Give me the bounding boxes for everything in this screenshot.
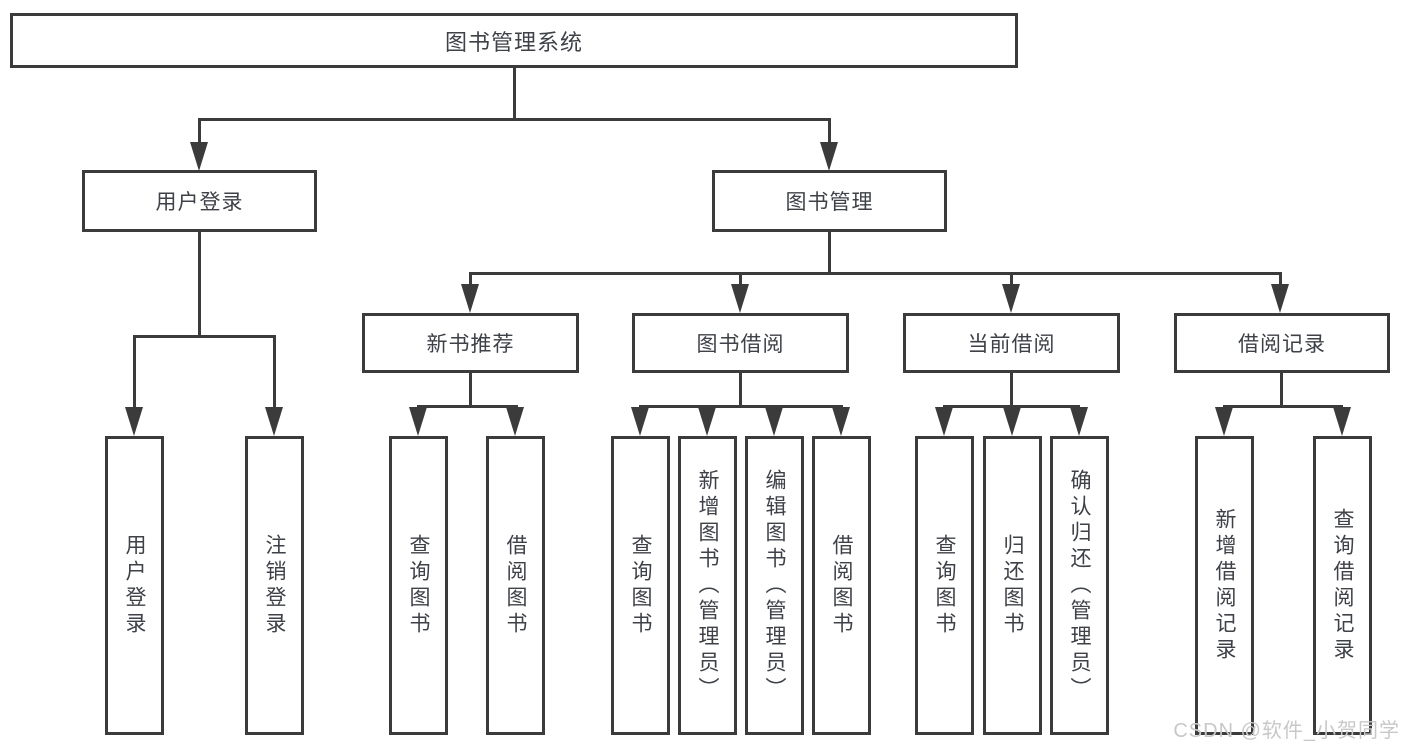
leaf-borrow-borrow-books: 借阅图书 (812, 436, 871, 735)
arrowhead-down-icon (698, 407, 716, 436)
connector-drop-line (469, 272, 472, 288)
connector-drop-line (1279, 272, 1282, 288)
arrowhead-down-icon (1002, 284, 1020, 313)
node-current-borrow: 当前借阅 (903, 313, 1120, 373)
leaf-current-return-books: 归还图书 (983, 436, 1042, 735)
node-borrow-record: 借阅记录 (1174, 313, 1390, 373)
connector-drop-line (133, 335, 136, 409)
connector-drop-line (273, 335, 276, 409)
connector-borrow-record-bar (1223, 405, 1343, 408)
leaf-record-query-borrow-record: 查询借阅记录 (1313, 436, 1372, 735)
arrowhead-down-icon (765, 407, 783, 436)
node-book-management: 图书管理 (712, 170, 947, 232)
connector-drop-line (1010, 272, 1013, 288)
arrowhead-down-icon (1215, 407, 1233, 436)
node-book-borrow: 图书借阅 (632, 313, 849, 373)
connector-current-borrow-stub (1010, 373, 1013, 408)
connector-new-book-stub (469, 373, 472, 408)
connector-drop-book-mgmt (828, 118, 831, 146)
leaf-borrow-edit-books-admin: 编辑图书（管理员） (745, 436, 804, 735)
leaf-borrow-add-books-admin: 新增图书（管理员） (678, 436, 737, 735)
node-library-system: 图书管理系统 (10, 13, 1018, 68)
arrowhead-down-icon (461, 284, 479, 313)
arrowhead-down-icon (731, 284, 749, 313)
leaf-record-add-borrow-record: 新增借阅记录 (1195, 436, 1254, 735)
arrowhead-down-icon (631, 407, 649, 436)
leaf-current-confirm-return-admin: 确认归还（管理员） (1050, 436, 1109, 735)
arrowhead-down-icon (265, 407, 283, 436)
leaf-user-login: 用户登录 (105, 436, 164, 735)
connector-root-bar (198, 118, 831, 121)
connector-root-stub (513, 68, 516, 120)
leaf-current-query-books: 查询图书 (915, 436, 974, 735)
leaf-borrow-query-books: 查询图书 (611, 436, 670, 735)
connector-book-borrow-bar (639, 405, 843, 408)
connector-borrow-record-stub (1280, 373, 1283, 408)
arrowhead-down-icon (1333, 407, 1351, 436)
arrowhead-down-icon (832, 407, 850, 436)
arrowhead-down-icon (1271, 284, 1289, 313)
connector-current-borrow-bar (943, 405, 1080, 408)
connector-user-login-stub (198, 232, 201, 338)
connector-book-mgmt-stub (828, 232, 831, 275)
arrowhead-down-icon (125, 407, 143, 436)
arrowhead-down-icon (820, 142, 838, 171)
connector-book-borrow-stub (739, 373, 742, 408)
arrowhead-down-icon (190, 142, 208, 171)
csdn-watermark: CSDN @软件_小贺同学 (1173, 720, 1400, 742)
leaf-newbook-query-books: 查询图书 (389, 436, 448, 735)
leaf-logout: 注销登录 (245, 436, 304, 735)
leaf-newbook-borrow-books: 借阅图书 (486, 436, 545, 735)
arrowhead-down-icon (935, 407, 953, 436)
node-new-book-recommend: 新书推荐 (362, 313, 579, 373)
arrowhead-down-icon (506, 407, 524, 436)
connector-drop-line (739, 272, 742, 288)
connector-new-book-bar (417, 405, 518, 408)
arrowhead-down-icon (1003, 407, 1021, 436)
arrowhead-down-icon (409, 407, 427, 436)
node-user-login: 用户登录 (82, 170, 317, 232)
connector-user-login-bar (133, 335, 276, 338)
arrowhead-down-icon (1070, 407, 1088, 436)
connector-drop-user-login (198, 118, 201, 146)
connector-book-mgmt-bar (469, 272, 1282, 275)
